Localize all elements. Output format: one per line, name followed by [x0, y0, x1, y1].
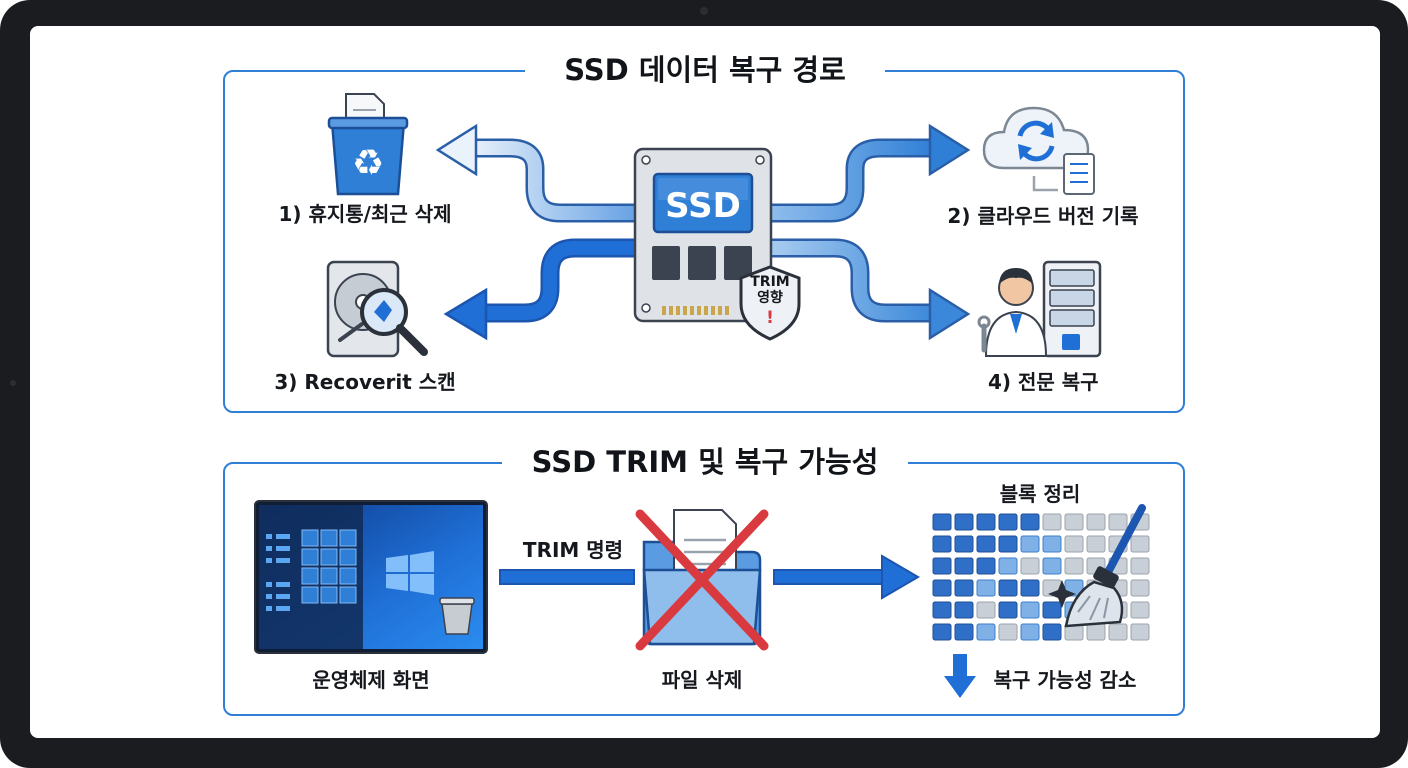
- storage-block: [998, 601, 1018, 619]
- storage-block: [1020, 535, 1040, 553]
- down-arrow-icon: [944, 654, 976, 698]
- path-arrows: [435, 123, 971, 341]
- storage-block: [1086, 535, 1106, 553]
- storage-block: [998, 623, 1018, 641]
- recovery-decrease-label: 복구 가능성 감소: [993, 668, 1137, 692]
- storage-block: [932, 623, 952, 641]
- svg-text:♻: ♻: [352, 143, 384, 184]
- storage-block: [932, 601, 952, 619]
- storage-block: [954, 601, 974, 619]
- storage-block: [932, 535, 952, 553]
- file-delete-label: 파일 삭제: [661, 668, 743, 692]
- block-cleanup-label: 블록 정리: [999, 482, 1081, 506]
- storage-block: [976, 579, 996, 597]
- recovery-paths-title: SSD 데이터 복구 경로: [525, 53, 885, 87]
- storage-block: [954, 513, 974, 531]
- storage-block: [1042, 513, 1062, 531]
- trim-badge-mark: !: [766, 308, 774, 328]
- storage-block: [1130, 579, 1150, 597]
- storage-block: [1130, 601, 1150, 619]
- os-screen-illustration: [254, 500, 488, 654]
- storage-block: [976, 557, 996, 575]
- storage-block: [954, 623, 974, 641]
- storage-block: [976, 601, 996, 619]
- trim-recovery-title: SSD TRIM 및 복구 가능성: [502, 445, 908, 479]
- broom-icon: [1048, 504, 1146, 628]
- arrow-to-disk-scan: [480, 238, 650, 323]
- storage-block: [1042, 557, 1062, 575]
- block-cleanup-arrow: [773, 554, 920, 600]
- storage-block: [976, 623, 996, 641]
- storage-block: [932, 513, 952, 531]
- arrow-to-recycle-bin: [470, 138, 650, 223]
- path-label-cloud-versions: 2) 클라우드 버전 기록: [947, 204, 1139, 228]
- storage-block: [1020, 601, 1040, 619]
- trim-command-label: TRIM 명령: [522, 538, 624, 562]
- storage-block: [1020, 579, 1040, 597]
- storage-block: [1064, 513, 1084, 531]
- storage-block: [1108, 623, 1128, 641]
- storage-block: [932, 579, 952, 597]
- storage-block: [1108, 513, 1128, 531]
- red-cross-line-2: [635, 509, 769, 651]
- storage-block: [998, 535, 1018, 553]
- path-label-professional-recovery: 4) 전문 복구: [988, 370, 1099, 394]
- storage-block: [1130, 557, 1150, 575]
- storage-block: [954, 579, 974, 597]
- camera-dot: [700, 7, 708, 15]
- ssd-chip: [633, 147, 773, 323]
- storage-block: [1086, 513, 1106, 531]
- trim-command-arrow: [499, 569, 635, 585]
- storage-block: [1130, 623, 1150, 641]
- storage-block: [954, 535, 974, 553]
- storage-block: [1042, 623, 1062, 641]
- storage-block: [1064, 557, 1084, 575]
- storage-block: [998, 557, 1018, 575]
- screen: SSD 데이터 복구 경로: [30, 26, 1380, 738]
- technician-server-icon: [977, 260, 1102, 358]
- storage-block: [954, 557, 974, 575]
- trim-badge-line2: 영향: [757, 290, 783, 306]
- trim-shield-icon: [739, 265, 801, 341]
- side-sensor: [10, 380, 16, 386]
- deleted-file-icon: [635, 509, 769, 651]
- storage-block: [976, 513, 996, 531]
- storage-block: [1020, 513, 1040, 531]
- storage-block: [1020, 623, 1040, 641]
- block-grid: [932, 513, 1150, 641]
- storage-block: [976, 535, 996, 553]
- path-label-recycle-bin: 1) 휴지통/최근 삭제: [278, 202, 452, 226]
- storage-block: [1020, 557, 1040, 575]
- storage-block: [1064, 535, 1084, 553]
- storage-block: [1130, 535, 1150, 553]
- recycle-bin-icon: ♻: [327, 93, 409, 196]
- storage-block: [932, 557, 952, 575]
- storage-block: [998, 579, 1018, 597]
- storage-block: [998, 513, 1018, 531]
- disk-scan-icon: [326, 260, 428, 358]
- trim-badge-line1: TRIM: [750, 274, 790, 290]
- storage-block: [1042, 601, 1062, 619]
- os-screen-label: 운영체제 화면: [312, 668, 430, 692]
- ssd-chip-label: SSD: [665, 186, 741, 226]
- cloud-sync-icon: [982, 106, 1095, 195]
- storage-block: [1042, 535, 1062, 553]
- path-label-recoverit-scan: 3) Recoverit 스캔: [274, 370, 456, 394]
